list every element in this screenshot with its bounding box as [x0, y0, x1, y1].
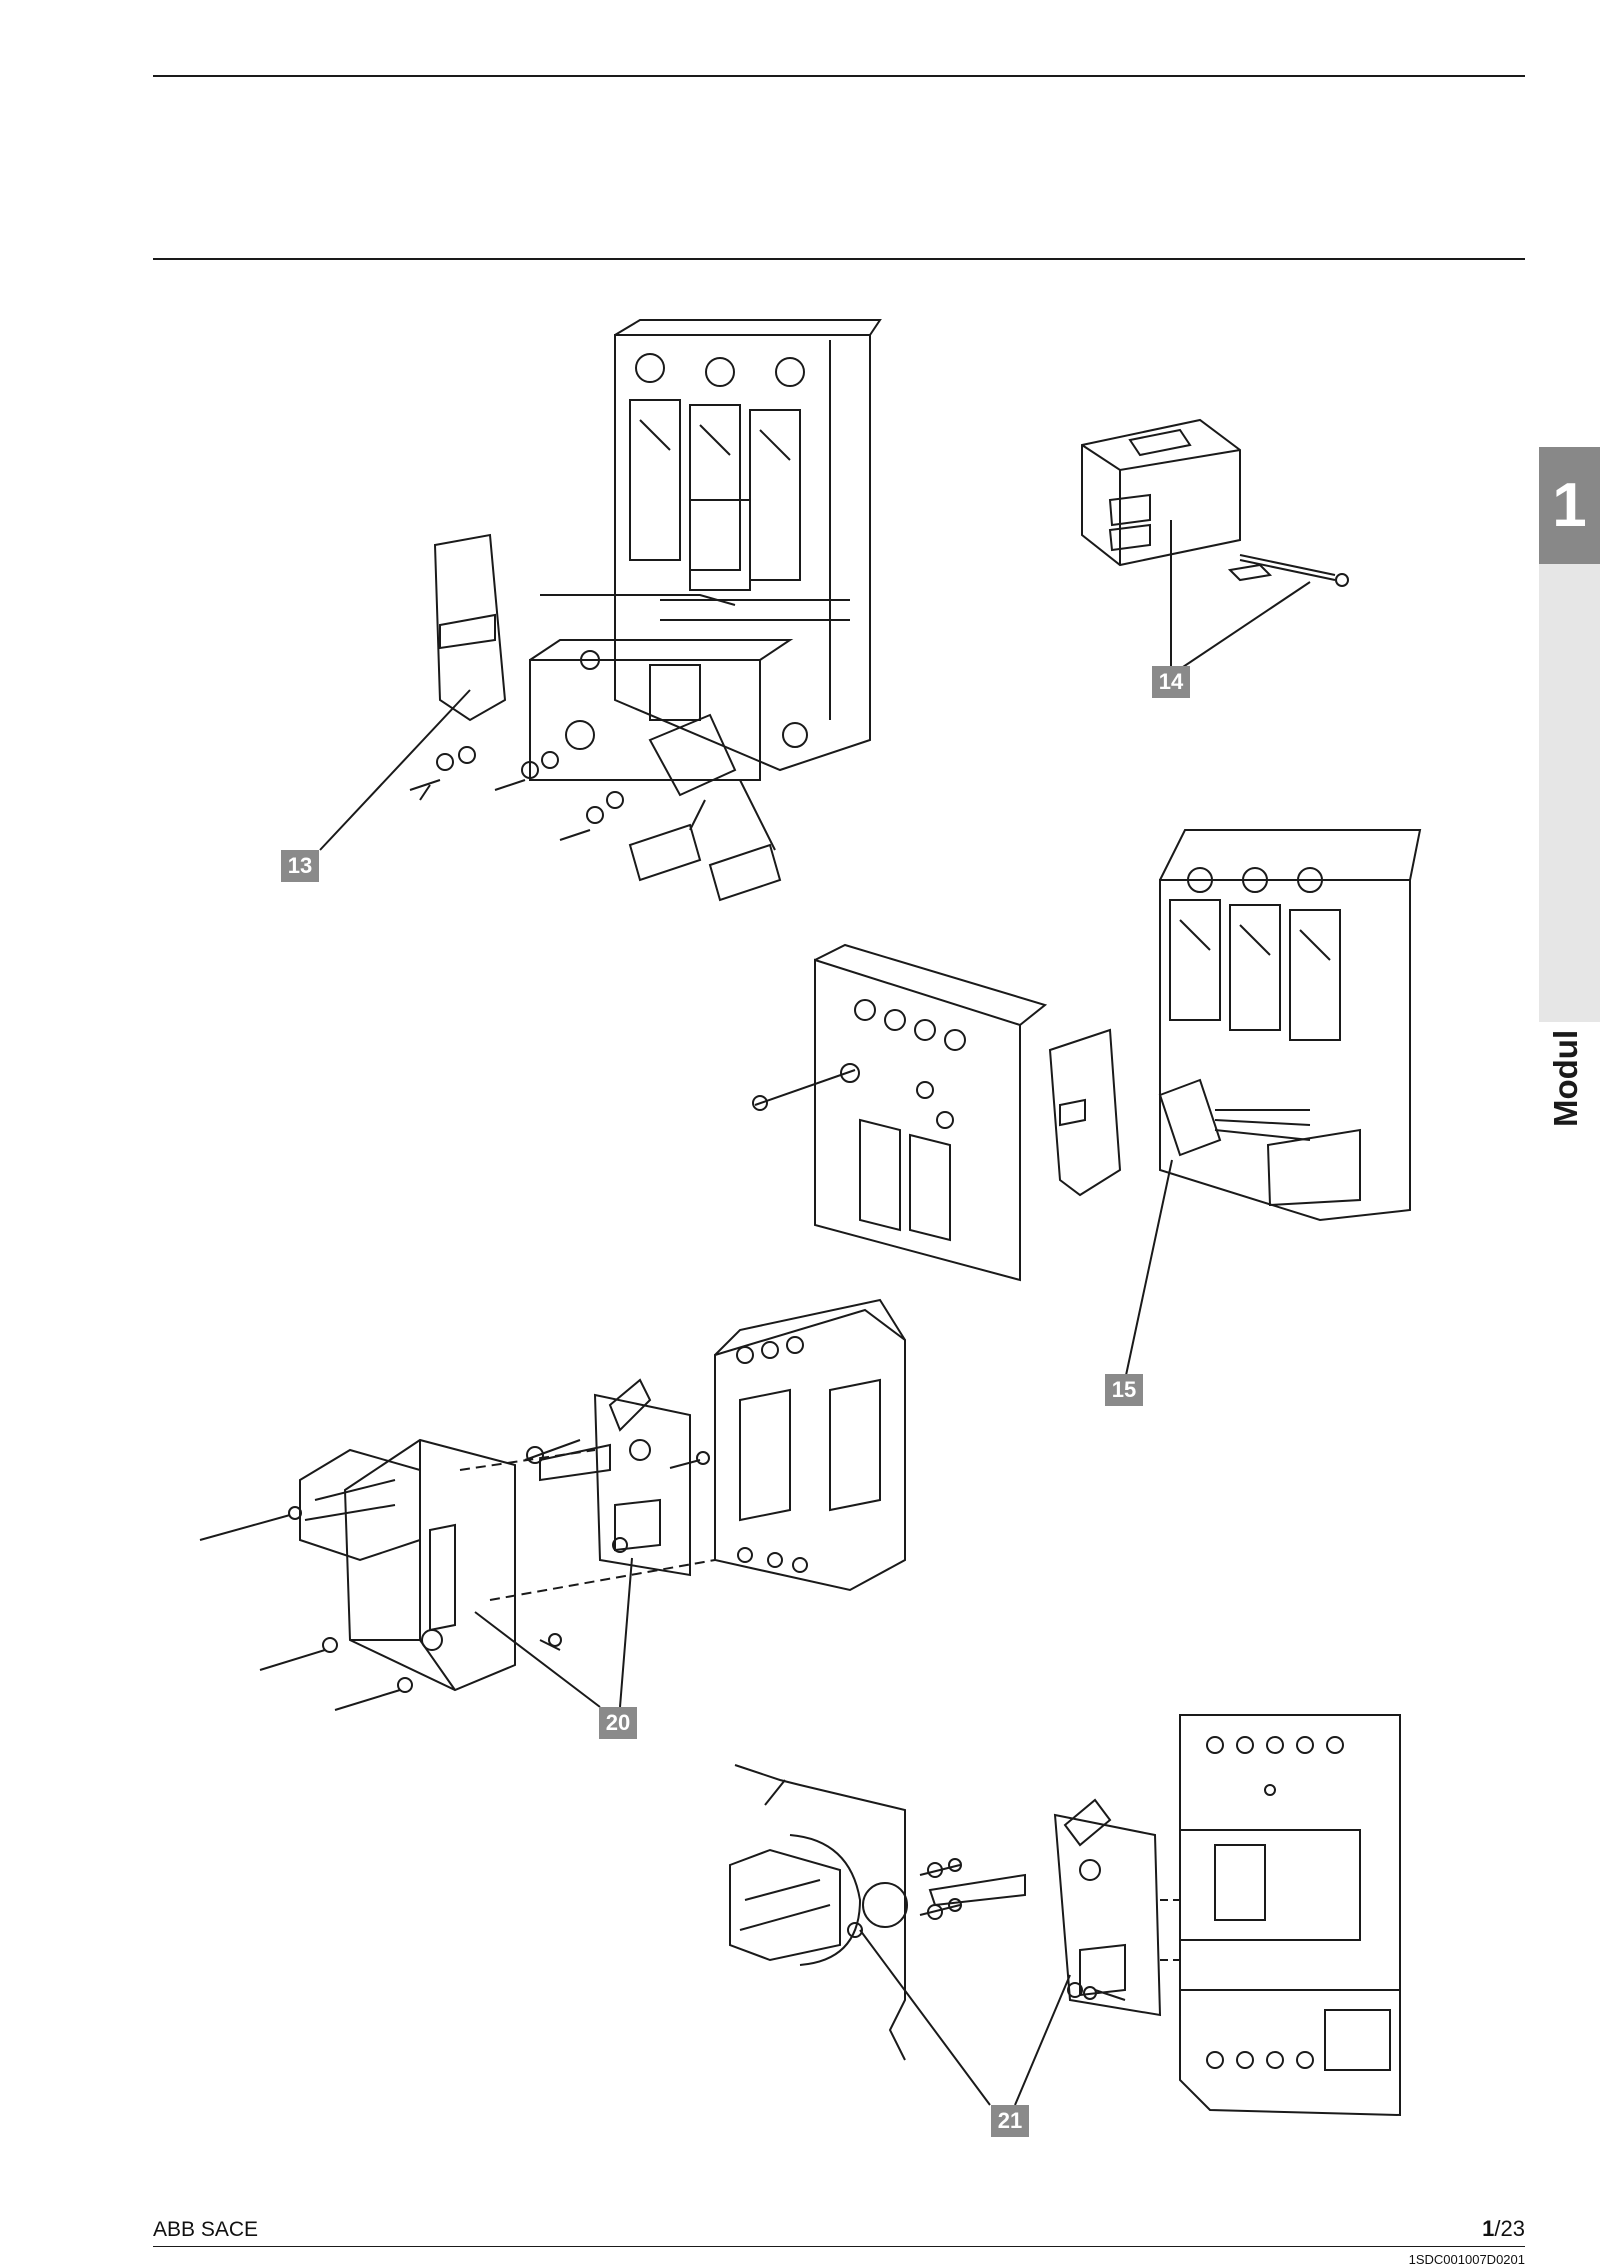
footer-page-rest: /23	[1494, 2216, 1525, 2241]
callout-21: 21	[991, 2105, 1029, 2137]
figure-20-drawing	[199, 1298, 906, 1711]
footer-doc-code: 1SDC001007D0201	[1408, 2252, 1525, 2267]
figure-13-drawing	[319, 319, 882, 902]
figure-14-drawing	[1081, 418, 1349, 676]
callout-15: 15	[1105, 1374, 1143, 1406]
callout-20: 20	[599, 1707, 637, 1739]
footer-page-number: 1/23	[1482, 2216, 1525, 2242]
footer-page-chapter: 1	[1482, 2216, 1495, 2241]
chapter-tab[interactable]: 1 Modul	[1539, 447, 1600, 1127]
header-rule-bottom	[153, 258, 1525, 260]
footer-company: ABB SACE	[153, 2218, 259, 2241]
chapter-number: 1	[1539, 447, 1600, 564]
callout-14: 14	[1152, 666, 1190, 698]
callout-13: 13	[281, 850, 319, 882]
header-rule-top	[153, 75, 1525, 77]
figure-21-drawing	[729, 1714, 1401, 2117]
figure-15-drawing	[752, 829, 1422, 1381]
footer-rule	[153, 2246, 1525, 2247]
